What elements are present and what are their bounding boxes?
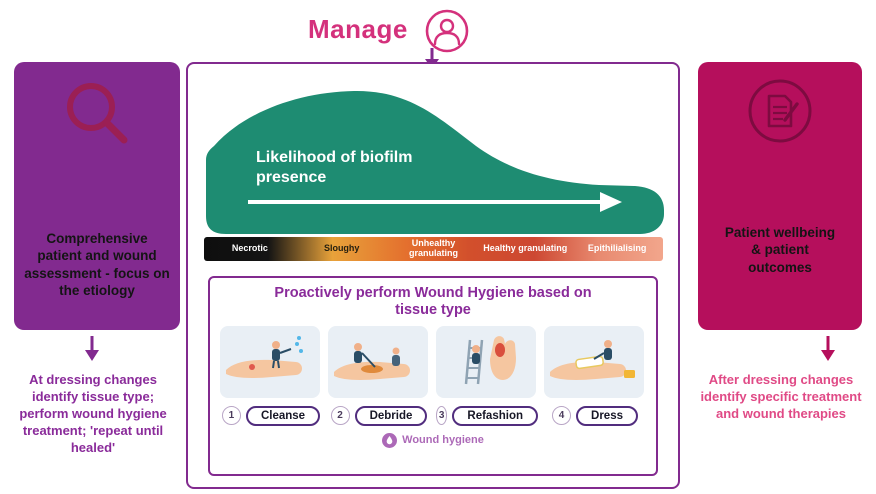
right-down-arrow-icon [820, 336, 836, 367]
outcomes-panel: Patient wellbeing & patient outcomes [698, 62, 862, 330]
assessment-panel: Comprehensive patient and wound assessme… [14, 62, 180, 330]
step-number: 4 [552, 406, 572, 426]
protocol-steps: 1 Cleanse 2 Debride 3 Refashion 4 Dress [210, 325, 656, 426]
step-label: Refashion [452, 405, 538, 426]
wound-hygiene-logo-text: Wound hygiene [402, 434, 484, 447]
manage-box: Likelihood of biofilm presence Necrotic … [186, 62, 680, 489]
right-arrow-icon [600, 192, 622, 212]
step-label: Cleanse [245, 405, 321, 426]
manage-title: Manage [308, 14, 408, 44]
step-label: Debride [354, 405, 428, 426]
tissue-segment: Unhealthy granulating [408, 238, 458, 258]
wound-hygiene-logo: Wound hygiene [210, 432, 656, 448]
step-number: 1 [221, 406, 241, 426]
dress-illustration [544, 325, 644, 398]
clipboard-pencil-icon [743, 74, 817, 153]
cleanse-illustration [220, 325, 320, 398]
tissue-type-bar: Necrotic Sloughy Unhealthy granulating H… [204, 237, 663, 261]
step-dress: 4 Dress [544, 405, 646, 426]
tissue-segment: Epithilialising [587, 243, 647, 254]
magnifier-icon [58, 74, 136, 157]
outcomes-panel-text: Patient wellbeing & patient outcomes [724, 225, 836, 275]
assessment-panel-text: Comprehensive patient and wound assessme… [24, 231, 170, 298]
right-flow-note: After dressing changes identify specific… [700, 372, 862, 421]
step-debride: 2 Debride [328, 405, 430, 426]
debride-illustration [328, 325, 428, 398]
tissue-segment: Necrotic [231, 243, 268, 254]
tissue-segment: Sloughy [323, 243, 360, 254]
protocol-title: Proactively perform Wound Hygiene based … [274, 285, 592, 319]
wound-hygiene-protocol-box: Proactively perform Wound Hygiene based … [208, 276, 658, 476]
left-down-arrow-icon [84, 336, 100, 367]
tissue-segment: Healthy granulating [483, 243, 568, 254]
person-circle-icon [424, 8, 470, 54]
left-flow-note: At dressing changes identify tissue type… [19, 372, 167, 455]
step-number: 3 [436, 406, 448, 426]
step-cleanse: 1 Cleanse [220, 405, 322, 426]
biofilm-likelihood-shape [206, 90, 664, 234]
refashion-illustration [436, 325, 536, 398]
step-label: Dress [576, 405, 638, 426]
droplet-icon [382, 432, 398, 448]
step-refashion: 3 Refashion [436, 405, 538, 426]
biofilm-likelihood-label: Likelihood of biofilm presence [256, 149, 413, 186]
step-number: 2 [330, 406, 350, 426]
